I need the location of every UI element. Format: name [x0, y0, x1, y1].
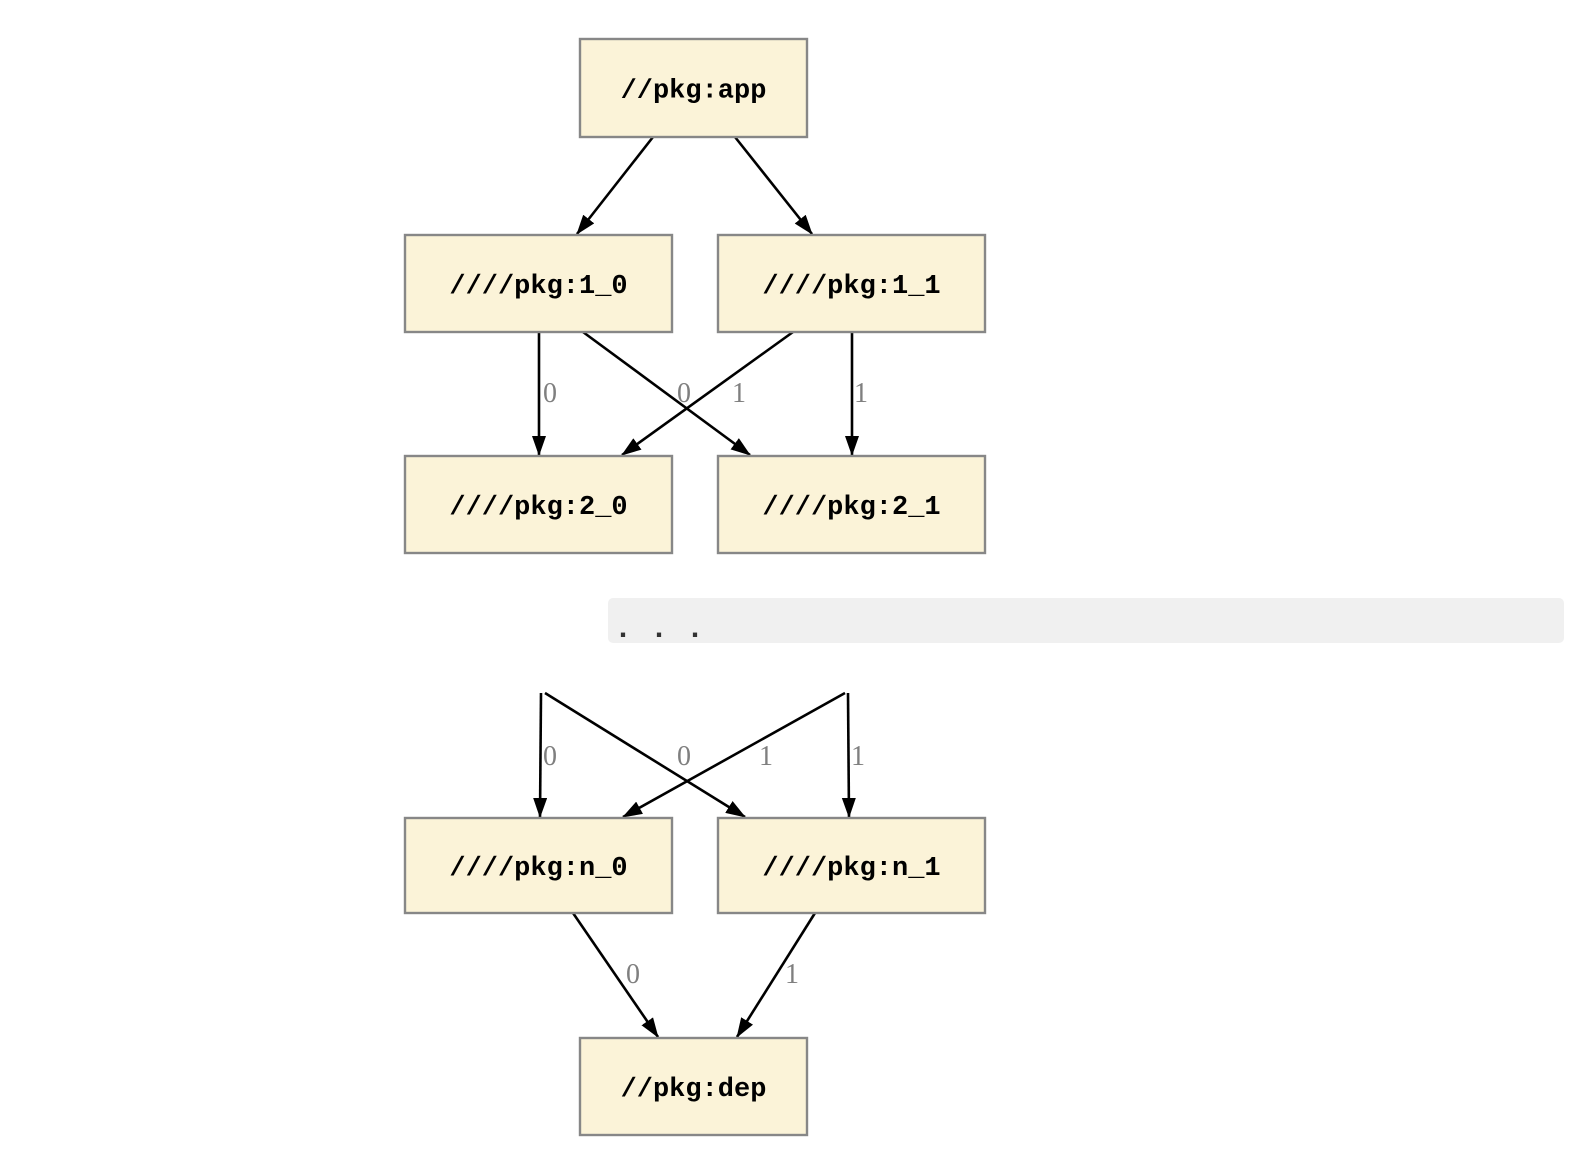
edge-app-to-1_0	[575, 136, 655, 235]
edge-label-1_1-to-2_1: 1	[854, 378, 868, 409]
edge-n_1-to-dep	[735, 912, 817, 1038]
edge-ellipsis-to-n_1	[544, 691, 746, 819]
node-box-1_1	[716, 233, 987, 334]
node-label-1_1: ////pkg:1_1	[762, 272, 940, 302]
edge-label-1_1-to-2_0: 0	[677, 378, 691, 409]
node-box-2_0	[403, 454, 674, 555]
graph-node-2_0: ////pkg:2_0	[403, 454, 674, 555]
node-label-app: //pkg:app	[621, 76, 767, 106]
edge-1_1-to-2_0	[621, 330, 794, 457]
continuation-ellipsis: . . .	[614, 613, 704, 647]
edge-ellipsis-to-n_0	[622, 691, 846, 819]
edge-label-ellipsis-to-n_0: 0	[677, 741, 691, 772]
node-label-n_1: ////pkg:n_1	[762, 854, 940, 884]
edge-label-ellipsis-to-n_1: 1	[759, 741, 773, 772]
graph-node-n_1: ////pkg:n_1	[716, 816, 987, 915]
edge-ellipsis-to-n_1	[841, 692, 856, 818]
edge-n_0-to-dep	[571, 912, 660, 1038]
continuation-band	[608, 598, 1564, 643]
node-box-dep	[578, 1036, 809, 1137]
graph-node-1_1: ////pkg:1_1	[716, 233, 987, 334]
node-label-n_0: ////pkg:n_0	[449, 854, 627, 884]
edge-label-1_0-to-2_0: 0	[543, 378, 557, 409]
graph-node-2_1: ////pkg:2_1	[716, 454, 987, 555]
edge-app-to-1_1	[733, 136, 814, 235]
graph-node-n_0: ////pkg:n_0	[403, 816, 674, 915]
node-label-1_0: ////pkg:1_0	[449, 272, 627, 302]
node-label-2_1: ////pkg:2_1	[762, 493, 940, 523]
edge-1_0-to-2_1	[582, 330, 751, 457]
node-label-dep: //pkg:dep	[621, 1075, 767, 1105]
edge-label-1_0-to-2_1: 1	[732, 378, 746, 409]
edge-label-ellipsis-to-n_0: 0	[543, 741, 557, 772]
edge-label-n_1-to-dep: 1	[785, 959, 799, 990]
edge-ellipsis-to-n_0	[533, 692, 548, 818]
edge-label-n_0-to-dep: 0	[626, 959, 640, 990]
node-box-n_1	[716, 816, 987, 915]
graph-node-1_0: ////pkg:1_0	[403, 233, 674, 334]
node-box-app	[578, 37, 809, 139]
node-box-2_1	[716, 454, 987, 555]
edge-label-ellipsis-to-n_1: 1	[851, 741, 865, 772]
node-box-1_0	[403, 233, 674, 334]
graph-node-app: //pkg:app	[578, 37, 809, 139]
node-label-2_0: ////pkg:2_0	[449, 493, 627, 523]
node-box-n_0	[403, 816, 674, 915]
graph-node-dep: //pkg:dep	[578, 1036, 809, 1137]
